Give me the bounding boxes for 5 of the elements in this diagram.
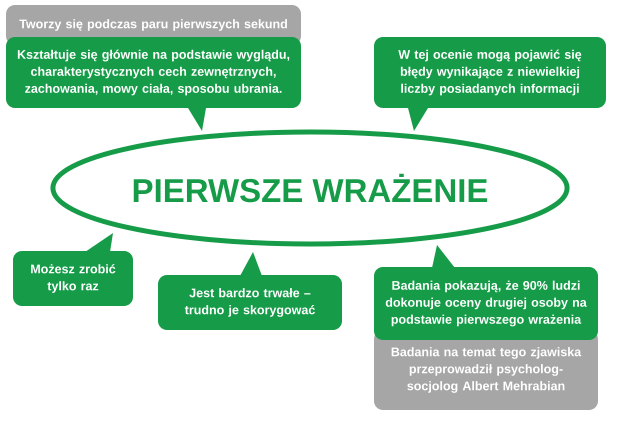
callout-box: W tej ocenie mogą pojawić się błędy wynikające z niewielkiej liczby posiadanych informacji — [374, 37, 606, 131]
callout-box: Możesz zrobić tylko raz — [13, 233, 133, 306]
callout-box: Kształtuje się głównie na podstawie wyglądu, charakterystycznych cech zewnętrznych, zachowania, mowy ciała, sposobu ubrania. — [6, 37, 301, 131]
callout-box: Badania pokazują, że 90% ludzi dokonuje oceny drugiej osoby na podstawie pierwszego wrażenia — [374, 244, 598, 340]
callout-box: Jest bardzo trwałe – trudno je skorygować — [158, 252, 342, 330]
